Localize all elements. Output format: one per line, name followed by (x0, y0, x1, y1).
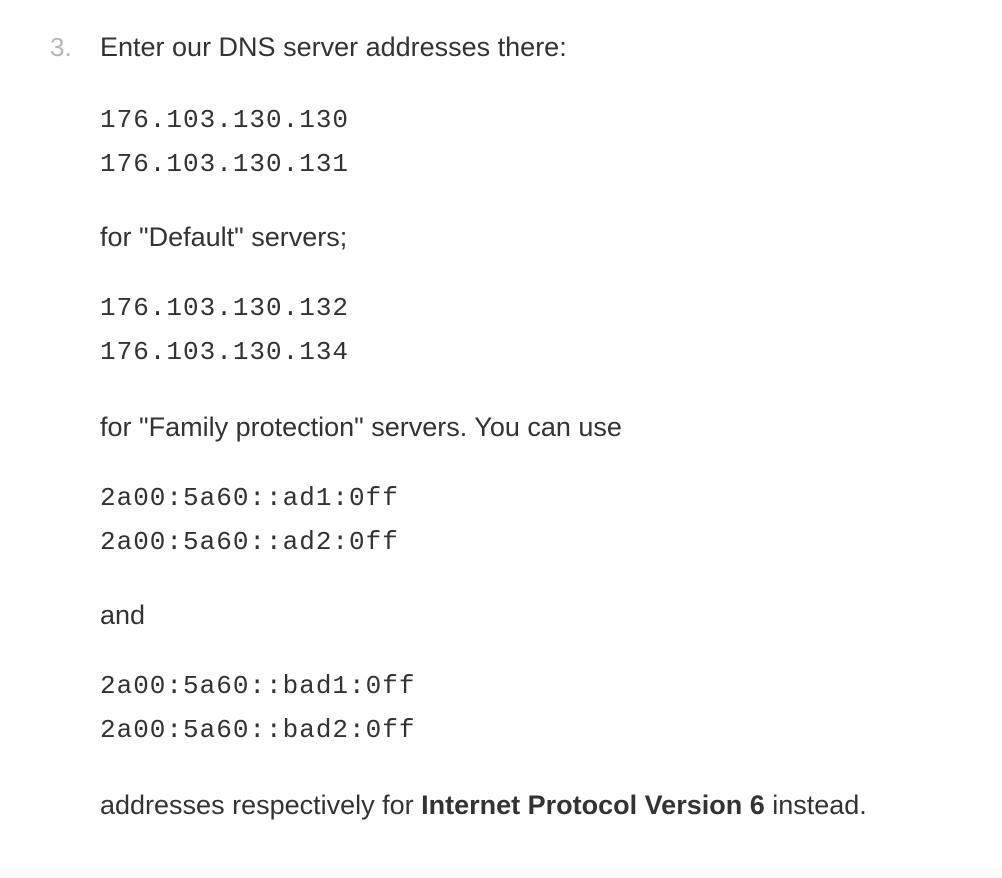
closing-sentence: addresses respectively for Internet Prot… (100, 788, 867, 822)
default-servers-label: for "Default" servers; (100, 222, 348, 252)
family-servers-label: for "Family protection" servers. You can… (100, 412, 622, 442)
family-dns-secondary: 176.103.130.134 (100, 337, 350, 367)
ipv6-family-dns-secondary: 2a00:5a60::bad2:0ff (100, 715, 416, 745)
and-label: and (100, 600, 146, 630)
step-number: 3. (50, 32, 72, 62)
ipv6-default-dns-secondary: 2a00:5a60::ad2:0ff (100, 527, 399, 557)
bottom-divider (0, 868, 1002, 878)
ipv6-default-dns-primary: 2a00:5a60::ad1:0ff (100, 483, 399, 513)
step-intro: Enter our DNS server addresses there: (100, 32, 567, 62)
ipv6-family-dns-primary: 2a00:5a60::bad1:0ff (100, 671, 416, 701)
default-dns-secondary: 176.103.130.131 (100, 149, 350, 179)
closing-prefix: addresses respectively for (100, 790, 422, 820)
default-dns-primary: 176.103.130.130 (100, 105, 350, 135)
family-dns-primary: 176.103.130.132 (100, 293, 350, 323)
closing-suffix: instead. (764, 790, 867, 820)
ipv6-emphasis: Internet Protocol Version 6 (421, 790, 765, 820)
